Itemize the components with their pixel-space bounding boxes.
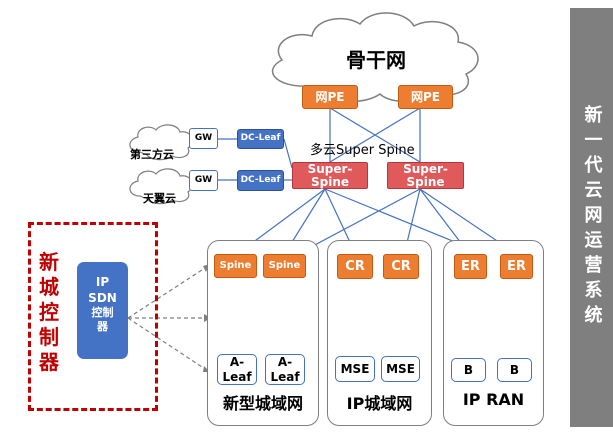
sdn-label-line1: IP xyxy=(95,275,110,289)
sdn-label-line3: 控制 xyxy=(91,306,114,319)
cr-node[interactable]: CR xyxy=(337,254,373,279)
controller-label: 新城控制器 xyxy=(39,250,59,374)
control-arrows xyxy=(127,267,206,370)
b-node[interactable]: B xyxy=(451,358,486,382)
cr-node[interactable]: CR xyxy=(383,254,419,279)
a-leaf-node[interactable]: A-Leaf xyxy=(265,354,305,385)
backbone-cloud-icon xyxy=(271,12,479,103)
zone-metro-label: 新型城域网 xyxy=(222,394,303,413)
tianyi-cloud-label: 天翼云 xyxy=(143,192,176,205)
zone-ip-ran-label: IP RAN xyxy=(462,390,525,409)
mse-node[interactable]: MSE xyxy=(381,356,420,382)
controller-boundary xyxy=(28,222,158,411)
ip-sdn-controller-node[interactable]: IP SDN 控制 器 xyxy=(77,262,128,359)
zone-ip-metro-label: IP城域网 xyxy=(346,394,413,413)
network-pe-node[interactable]: 网PE xyxy=(398,85,453,109)
dc-leaf-node[interactable]: DC-Leaf xyxy=(237,129,284,149)
spine-node[interactable]: Spine xyxy=(263,254,306,278)
er-node[interactable]: ER xyxy=(454,254,487,279)
backbone-label: 骨干网 xyxy=(346,48,406,72)
sdn-label-line4: 器 xyxy=(97,320,108,333)
super-spine-node[interactable]: Super-Spine xyxy=(292,162,368,189)
spine-node[interactable]: Spine xyxy=(214,254,257,278)
gw-node[interactable]: GW xyxy=(189,128,218,149)
super-spine-node[interactable]: Super-Spine xyxy=(387,162,464,189)
side-title-bar: 新一代云网运营系统 xyxy=(570,8,613,427)
network-pe-node[interactable]: 网PE xyxy=(302,85,358,109)
b-node[interactable]: B xyxy=(497,358,532,382)
mse-node[interactable]: MSE xyxy=(335,356,375,382)
er-node[interactable]: ER xyxy=(500,254,533,279)
dc-leaf-node[interactable]: DC-Leaf xyxy=(237,170,284,191)
sdn-label-line2: SDN xyxy=(88,291,117,305)
a-leaf-node[interactable]: A-Leaf xyxy=(217,354,257,385)
gw-node[interactable]: GW xyxy=(189,170,218,191)
third-party-cloud-label: 第三方云 xyxy=(130,148,174,161)
multi-cloud-label: 多云Super Spine xyxy=(310,143,415,158)
